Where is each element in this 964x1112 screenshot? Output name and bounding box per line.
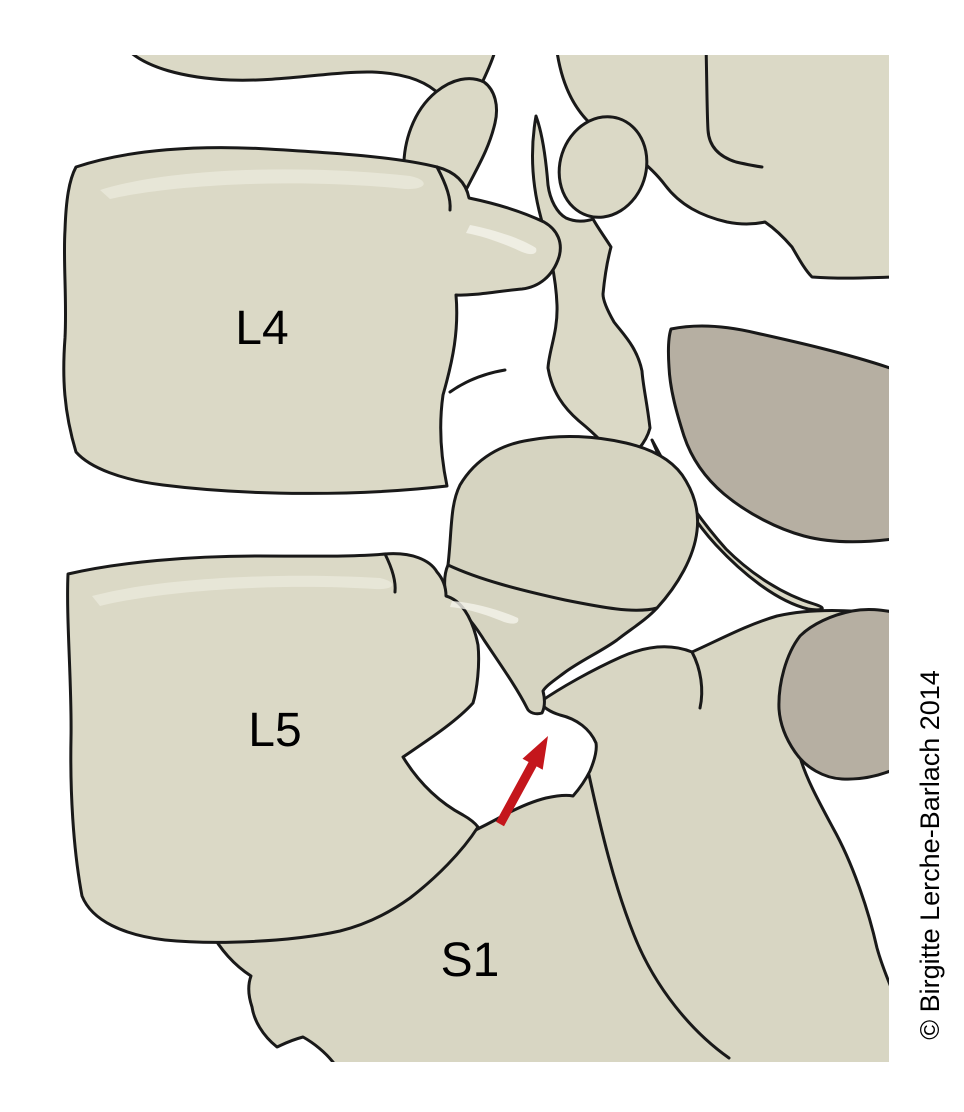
l5-superior-articular-mass-shape — [443, 434, 700, 716]
deep-structure-lower-shape — [777, 607, 889, 781]
label-l5: L5 — [248, 704, 301, 757]
spinous-process-detail-line — [704, 55, 764, 169]
l4-lower-fold-line — [448, 368, 507, 394]
deep-structure-upper-shape — [666, 324, 889, 544]
label-s1: S1 — [441, 934, 500, 987]
lamina-wedge-shape — [650, 438, 824, 612]
copyright-text: © Birgitte Lerche-Barlach 2014 — [915, 670, 945, 1040]
l5-body-highlight — [92, 575, 393, 606]
sacral-ala-detail-line — [587, 773, 731, 1060]
facet-joint-bulb-shape — [557, 115, 649, 219]
l4-process-highlight — [466, 225, 537, 255]
label-l4: L4 — [235, 302, 288, 355]
l4-inferior-articular-process-shape — [531, 114, 652, 465]
l4-body-highlight — [100, 169, 424, 199]
l5-pedicle-fold-line — [383, 552, 397, 594]
l4-pedicle-fold-line — [435, 165, 452, 212]
defect-pointer-arrow — [496, 736, 548, 827]
pars-detail-line — [446, 563, 659, 612]
l4-vertebral-body-shape — [62, 146, 562, 495]
l5-process-highlight — [450, 601, 519, 624]
s1-articular-detail-line — [690, 650, 704, 710]
l5-vertebral-body-shape — [66, 552, 481, 944]
